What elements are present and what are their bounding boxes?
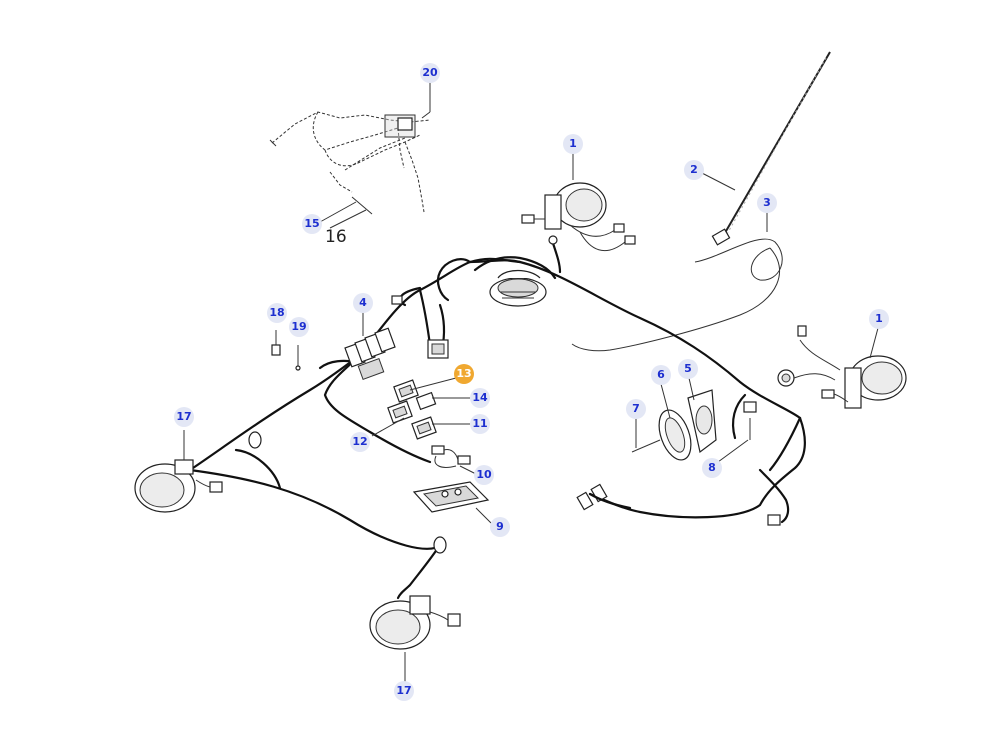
work-lamp-right [777,325,907,409]
screw-8 [717,401,757,463]
callout-3[interactable]: 3 [757,193,777,213]
callout-6[interactable]: 6 [651,365,671,385]
switch-group [371,377,470,440]
callout-19[interactable]: 19 [289,317,309,337]
callout-20[interactable]: 20 [420,63,440,83]
callout-8[interactable]: 8 [702,458,722,478]
speaker-assembly [631,377,717,461]
callout-17-left[interactable]: 17 [174,407,194,427]
main-harness [188,238,806,600]
center-lamp [489,269,547,307]
callout-17-bottom[interactable]: 17 [394,681,414,701]
antenna-cable [571,212,783,352]
callout-5[interactable]: 5 [678,359,698,379]
lamp-17-left [134,430,262,513]
panel-9 [412,481,493,525]
work-lamp-upper [521,152,636,252]
callout-7[interactable]: 7 [626,399,646,419]
callout-11[interactable]: 11 [470,414,490,434]
callout-1-upper[interactable]: 1 [563,134,583,154]
relay-cluster [344,295,449,380]
label-16: 16 [325,227,347,247]
callout-18[interactable]: 18 [267,303,287,323]
lamp-17-bottom [369,536,461,684]
callout-14[interactable]: 14 [470,388,490,408]
callout-13[interactable]: 13 [454,364,474,384]
sub-harness-20 [269,82,431,229]
antenna-rod [699,51,831,246]
jumper-cable-10 [431,445,477,475]
callout-15[interactable]: 15 [302,214,322,234]
connector-lower-right [576,483,781,526]
screw-18-19 [271,330,301,371]
callout-10[interactable]: 10 [474,465,494,485]
callout-9[interactable]: 9 [490,517,510,537]
callout-1-right[interactable]: 1 [869,309,889,329]
callout-2[interactable]: 2 [684,160,704,180]
callout-12[interactable]: 12 [350,432,370,452]
callout-4[interactable]: 4 [353,293,373,313]
